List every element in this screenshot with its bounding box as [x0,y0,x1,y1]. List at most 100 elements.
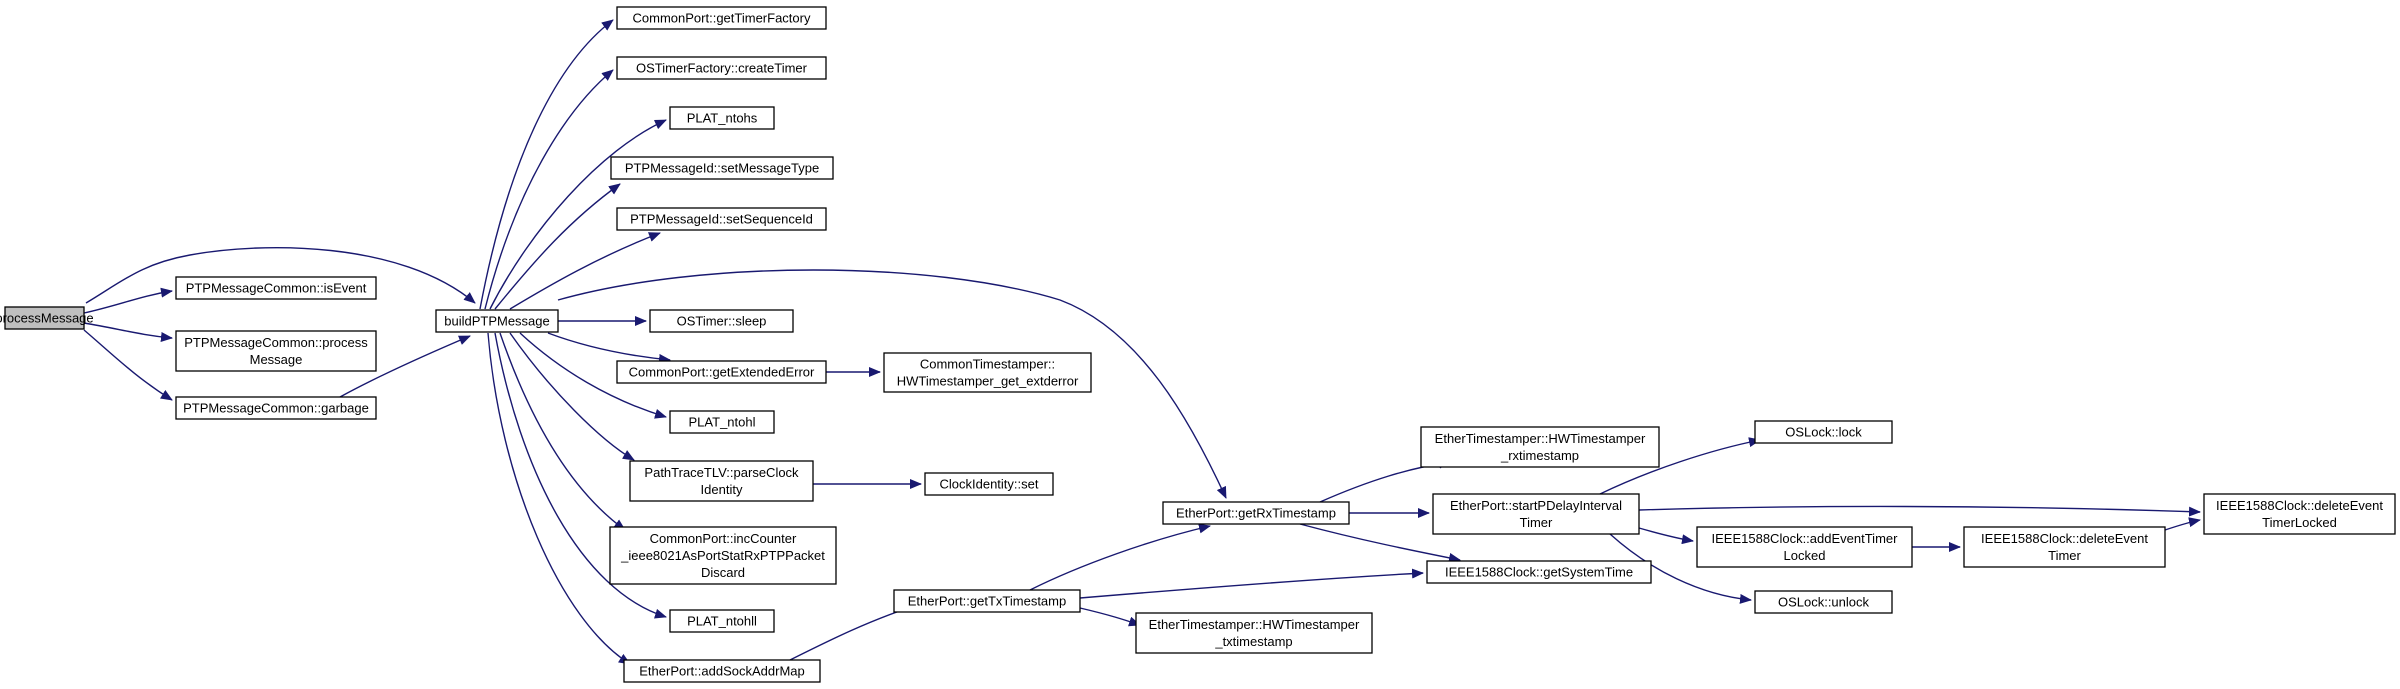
call-edge [2164,517,2201,531]
node-label: Discard [701,565,745,580]
node-box [616,56,827,80]
call-edge [479,19,614,310]
function-node[interactable]: PLAT_ntohll [669,609,775,633]
node-label: EtherPort::startPDelayInterval [1450,498,1622,513]
call-edge [1319,458,1451,503]
function-node[interactable]: CommonTimestamper::HWTimestamper_get_ext… [883,352,1092,393]
node-box [649,309,794,333]
node-label: processMessage [0,311,94,326]
node-box [1963,526,2166,568]
node-label: IEEE1588Clock::deleteEvent [2216,498,2383,513]
node-label: PTPMessageId::setMessageType [625,161,819,176]
node-label: PLAT_ntohs [687,111,758,126]
call-edge [1029,523,1211,591]
call-edge [547,332,671,364]
function-node[interactable]: EtherPort::getTxTimestamp [893,589,1081,613]
node-label: CommonPort::incCounter [650,531,797,546]
node-box [175,276,377,300]
node-box [669,410,775,434]
node-box [623,659,821,683]
function-node[interactable]: PLAT_ntohs [669,106,775,130]
call-edge [83,322,173,342]
function-node[interactable]: CommonPort::getExtendedError [616,360,827,384]
call-edge [1079,568,1424,599]
function-node[interactable]: CommonPort::getTimerFactory [616,6,827,30]
function-node[interactable]: EtherTimestamper::HWTimestamper_rxtimest… [1420,426,1660,468]
function-node[interactable]: PTPMessageCommon::isEvent [175,276,377,300]
function-node[interactable]: EtherTimestamper::HWTimestamper_txtimest… [1135,612,1373,654]
node-box [616,6,827,30]
node-label: PTPMessageCommon::isEvent [186,281,367,296]
function-node[interactable]: PTPMessageCommon::processMessage [175,330,377,372]
node-label: buildPTPMessage [444,314,550,329]
function-node[interactable]: ClockIdentity::set [924,472,1054,496]
function-node[interactable]: PTPMessageCommon::garbage [175,396,377,420]
call-edge [494,183,621,310]
node-box [629,460,814,502]
call-edges [83,19,2201,665]
node-box [1135,612,1373,654]
node-label: PTPMessageId::setSequenceId [630,212,813,227]
node-box [175,396,377,420]
function-node[interactable]: OSTimer::sleep [649,309,794,333]
node-label: _ieee8021AsPortStatRxPTPPacket [620,548,825,563]
node-box [669,609,775,633]
call-edge [499,332,626,531]
node-label: EtherTimestamper::HWTimestamper [1149,617,1360,632]
function-node[interactable]: OSLock::unlock [1754,590,1893,614]
node-box [2203,493,2396,535]
call-edge [489,119,667,310]
node-box [1754,420,1893,444]
node-box [1426,560,1652,584]
function-node[interactable]: EtherPort::getRxTimestamp [1162,501,1350,525]
node-label: PathTraceTLV::parseClock [644,465,799,480]
node-label: EtherPort::addSockAddrMap [639,664,804,679]
function-node[interactable]: processMessage [0,306,94,330]
node-label: Message [250,352,303,367]
node-box [616,360,827,384]
node-label: PTPMessageCommon::process [184,335,368,350]
function-node[interactable]: OSTimerFactory::createTimer [616,56,827,80]
function-node[interactable]: IEEE1588Clock::getSystemTime [1426,560,1652,584]
node-label: PLAT_ntohll [687,614,757,629]
node-box [1432,493,1640,535]
function-node[interactable]: CommonPort::incCounter_ieee8021AsPortSta… [609,526,837,585]
call-edge [519,332,667,419]
function-node[interactable]: PLAT_ntohl [669,410,775,434]
node-label: OSLock::lock [1785,425,1862,440]
node-box [1754,590,1893,614]
node-box [616,207,827,231]
node-label: EtherPort::getTxTimestamp [908,594,1066,609]
node-label: Timer [1520,515,1553,530]
node-label: IEEE1588Clock::getSystemTime [1445,565,1633,580]
node-label: CommonPort::getExtendedError [629,365,815,380]
node-label: ClockIdentity::set [940,477,1039,492]
call-edge [339,335,471,398]
call-edge [83,287,173,314]
call-edge [494,332,667,619]
node-box [924,472,1054,496]
function-node[interactable]: EtherPort::addSockAddrMap [623,659,821,683]
call-edge [85,246,476,304]
function-node[interactable]: OSLock::lock [1754,420,1893,444]
node-label: Locked [1784,548,1826,563]
function-node[interactable]: PTPMessageId::setMessageType [610,156,834,180]
call-edge [1079,607,1141,627]
node-label: CommonPort::getTimerFactory [633,11,811,26]
node-label: EtherTimestamper::HWTimestamper [1435,431,1646,446]
node-box [4,306,85,330]
node-label: PLAT_ntohl [689,415,756,430]
node-box [1696,526,1913,568]
function-node[interactable]: PTPMessageId::setSequenceId [616,207,827,231]
node-box [893,589,1081,613]
node-label: OSLock::unlock [1778,595,1870,610]
function-node[interactable]: buildPTPMessage [435,309,559,333]
node-label: TimerLocked [2262,515,2337,530]
node-box [669,106,775,130]
